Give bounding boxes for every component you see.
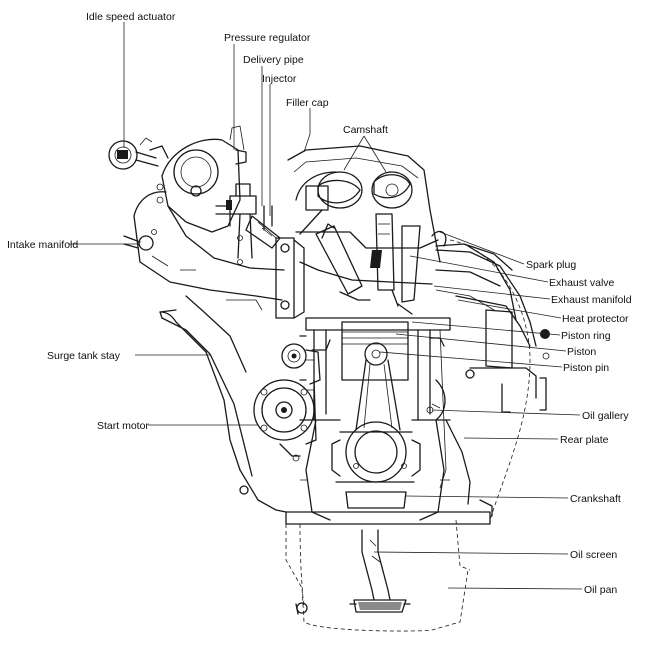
- label-piston-ring: Piston ring: [561, 330, 611, 342]
- cylinder-block-part: [299, 317, 471, 505]
- label-delivery-pipe: Delivery pipe: [243, 54, 304, 66]
- connecting-rod-part: [331, 359, 421, 509]
- flange-part: [275, 237, 305, 319]
- label-crankshaft: Crankshaft: [570, 493, 621, 505]
- label-oil-screen: Oil screen: [570, 549, 617, 561]
- label-piston-pin: Piston pin: [563, 362, 609, 374]
- cylinder-head-part: [287, 145, 447, 285]
- label-pressure-regulator: Pressure regulator: [224, 32, 311, 44]
- surge-tank-stay-part: [159, 295, 287, 513]
- oil-pan-part: [285, 523, 469, 632]
- label-injector: Injector: [262, 73, 297, 85]
- idle-speed-actuator-part: [108, 137, 169, 170]
- start-motor-part: [253, 339, 331, 462]
- label-intake-manifold: Intake manifold: [7, 239, 78, 251]
- label-piston: Piston: [567, 346, 596, 358]
- spark-plug-part: [370, 213, 421, 315]
- oil-screen-part: [349, 529, 411, 613]
- callout-labels: Idle speed actuator Pressure regulator D…: [7, 11, 632, 596]
- label-start-motor: Start motor: [97, 420, 149, 432]
- engine-drawing: [108, 125, 550, 632]
- label-oil-gallery: Oil gallery: [582, 410, 629, 422]
- label-rear-plate: Rear plate: [560, 434, 609, 446]
- fuel-rail-part: [215, 183, 281, 259]
- label-heat-protector: Heat protector: [562, 313, 629, 325]
- rear-plate-part: [449, 239, 531, 571]
- label-filler-cap: Filler cap: [286, 97, 329, 109]
- piston-part: [341, 321, 409, 381]
- surge-tank-part: [151, 125, 247, 235]
- crankcase-part: [285, 403, 493, 525]
- label-exhaust-manifold: Exhaust manifold: [551, 294, 632, 306]
- label-spark-plug: Spark plug: [526, 259, 576, 271]
- leader-lines: [69, 22, 583, 590]
- label-idle-speed-actuator: Idle speed actuator: [86, 11, 176, 23]
- label-surge-tank-stay: Surge tank stay: [47, 350, 121, 362]
- exhaust-manifold-part: [435, 243, 550, 413]
- intake-valve-part: [315, 223, 371, 301]
- label-exhaust-valve: Exhaust valve: [549, 277, 615, 289]
- label-camshaft: Camshaft: [343, 124, 388, 136]
- label-oil-pan: Oil pan: [584, 584, 617, 596]
- intake-manifold-part: [123, 191, 285, 301]
